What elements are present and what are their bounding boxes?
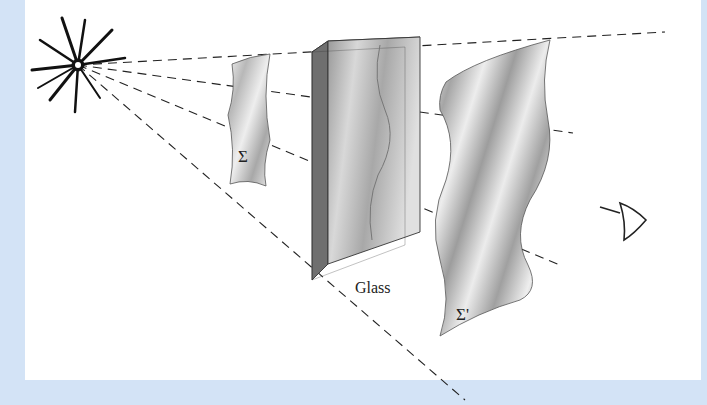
- light-rays: [78, 32, 665, 400]
- glass-label: Glass: [355, 280, 391, 296]
- wavefront-label: Σ: [238, 148, 248, 165]
- distorted-wavefront: [435, 40, 550, 336]
- eye-symbol: [600, 203, 646, 240]
- wavefront: [228, 54, 270, 186]
- glass-block: [312, 37, 420, 280]
- wavefront-label: Σ': [456, 306, 469, 323]
- point-source: [32, 18, 125, 112]
- white-panel: [25, 0, 701, 380]
